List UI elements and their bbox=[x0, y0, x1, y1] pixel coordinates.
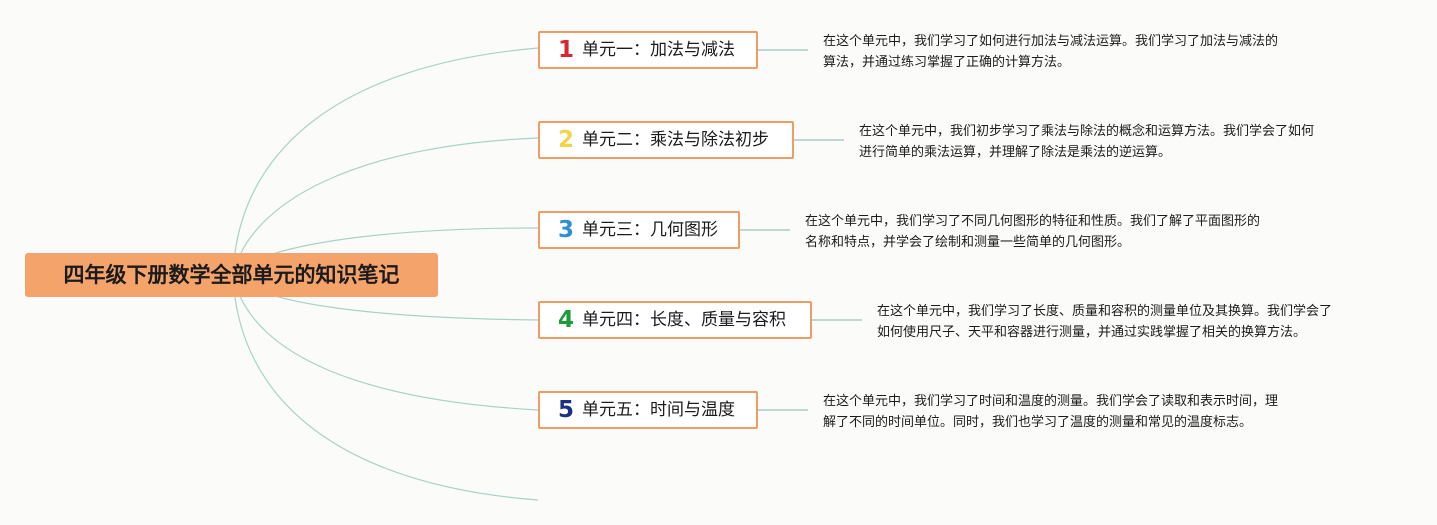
branch-label-unit-1: 单元一：加法与减法 bbox=[582, 40, 735, 60]
branch-unit-1[interactable]: 1 单元一：加法与减法 bbox=[538, 31, 758, 69]
note-line: 算法，并通过练习掌握了正确的计算方法。 bbox=[823, 55, 1071, 70]
link-unit-1 bbox=[232, 47, 539, 276]
branch-label-unit-3: 单元三：几何图形 bbox=[582, 220, 718, 240]
note-line: 在这个单元中，我们初步学习了乘法与除法的概念和运算方法。我们学会了如何 bbox=[859, 124, 1315, 139]
note-line: 解了不同的时间单位。同时，我们也学习了温度的测量和常见的温度标志。 bbox=[823, 415, 1253, 430]
branch-unit-5[interactable]: 5 单元五：时间与温度 bbox=[538, 391, 758, 429]
branch-unit-3[interactable]: 3 单元三：几何图形 bbox=[538, 211, 740, 249]
note-line: 进行简单的乘法运算，并理解了除法是乘法的逆运算。 bbox=[859, 145, 1172, 160]
note-unit-4: 在这个单元中，我们学习了长度、质量和容积的测量单位及其换算。我们学会了 如何使用… bbox=[877, 301, 1332, 343]
branch-label-unit-5: 单元五：时间与温度 bbox=[582, 400, 735, 420]
link-unit-2 bbox=[232, 137, 539, 276]
note-unit-3: 在这个单元中，我们学习了不同几何图形的特征和性质。我们了解了平面图形的 名称和特… bbox=[805, 211, 1260, 253]
branch-unit-2[interactable]: 2 单元二：乘法与除法初步 bbox=[538, 121, 794, 159]
note-unit-2: 在这个单元中，我们初步学习了乘法与除法的概念和运算方法。我们学会了如何 进行简单… bbox=[859, 121, 1314, 163]
note-unit-1: 在这个单元中，我们学习了如何进行加法与减法运算。我们学习了加法与减法的 算法，并… bbox=[823, 31, 1278, 73]
note-unit-5: 在这个单元中，我们学习了时间和温度的测量。我们学会了读取和表示时间，理 解了不同… bbox=[823, 391, 1278, 433]
note-line: 在这个单元中，我们学习了如何进行加法与减法运算。我们学习了加法与减法的 bbox=[823, 34, 1279, 49]
branch-label-unit-4: 单元四：长度、质量与容积 bbox=[582, 310, 786, 330]
note-line: 如何使用尺子、天平和容器进行测量，并通过实践掌握了相关的换算方法。 bbox=[877, 325, 1307, 340]
unit-number-1: 1 bbox=[557, 37, 574, 63]
branch-label-unit-2: 单元二：乘法与除法初步 bbox=[582, 130, 769, 150]
unit-number-5: 5 bbox=[557, 397, 574, 423]
unit-number-2: 2 bbox=[557, 127, 574, 153]
unit-number-3: 3 bbox=[557, 217, 574, 243]
note-line: 在这个单元中，我们学习了长度、质量和容积的测量单位及其换算。我们学会了 bbox=[877, 304, 1333, 319]
root-topic[interactable]: 四年级下册数学全部单元的知识笔记 bbox=[25, 253, 438, 297]
note-line: 在这个单元中，我们学习了不同几何图形的特征和性质。我们了解了平面图形的 bbox=[805, 214, 1261, 229]
note-line: 名称和特点，并学会了绘制和测量一些简单的几何图形。 bbox=[805, 235, 1131, 250]
link-trailing bbox=[232, 274, 539, 501]
link-unit-5 bbox=[232, 274, 539, 411]
unit-number-4: 4 bbox=[557, 307, 574, 333]
branch-unit-4[interactable]: 4 单元四：长度、质量与容积 bbox=[538, 301, 812, 339]
note-line: 在这个单元中，我们学习了时间和温度的测量。我们学会了读取和表示时间，理 bbox=[823, 394, 1279, 409]
